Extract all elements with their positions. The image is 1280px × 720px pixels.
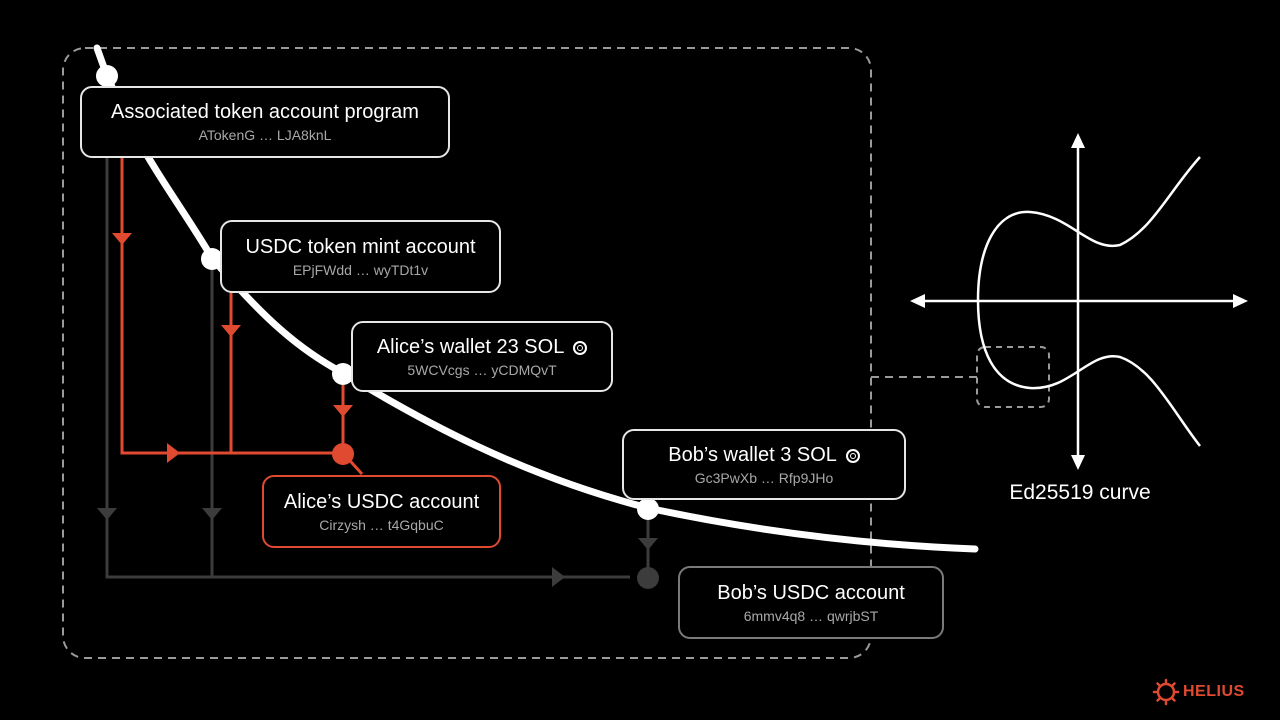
bob-usdc-address: 6mmv4q8 … qwrjbST — [743, 607, 879, 624]
ata-program-address: ATokenG … LJA8knL — [198, 127, 332, 143]
bob-usdc-title: Bob’s USDC account — [717, 581, 905, 604]
red-derivation-lines — [120, 150, 364, 476]
ata-program-point — [96, 65, 118, 87]
brand-name: HELIUS — [1183, 683, 1245, 700]
bob-usdc-anchor — [637, 567, 659, 589]
bob-wallet-title-row: Bob’s wallet 3 SOL — [668, 443, 860, 467]
alice-usdc-node: Alice’s USDC account Cirzysh … t4GqbuC — [262, 475, 501, 548]
alice-wallet-title-row: Alice’s wallet 23 SOL — [376, 335, 588, 359]
bob-wallet-address: Gc3PwXb … Rfp9JHo — [694, 469, 834, 486]
alice-wallet-title: Alice’s wallet 23 SOL — [376, 335, 564, 358]
usdc-mint-point — [201, 248, 223, 270]
bob-wallet-point — [637, 498, 659, 520]
off-curve-region — [62, 47, 872, 659]
y-axis-arrow-up — [1071, 133, 1085, 148]
curve-lower-branch — [976, 299, 1201, 447]
alice-usdc-anchor — [332, 443, 354, 465]
alice-wallet-address: 5WCVcgs … yCDMQvT — [407, 361, 557, 378]
usdc-mint-node: USDC token mint account EPjFWdd … wyTDt1… — [220, 220, 501, 293]
red-arrow-4 — [167, 443, 180, 463]
ata-program-title: Associated token account program — [111, 101, 419, 123]
red-arrow-2 — [221, 325, 241, 337]
gray-arrow-3 — [552, 567, 565, 587]
zoom-box — [976, 346, 1050, 408]
main-curve — [93, 44, 979, 553]
coin-icon — [573, 340, 588, 355]
alice-wallet-point — [332, 363, 354, 385]
usdc-mint-title: USDC token mint account — [245, 235, 476, 258]
bob-wallet-node: Bob’s wallet 3 SOL Gc3PwXb … Rfp9JHo — [622, 429, 906, 500]
alice-usdc-address: Cirzysh … t4GqbuC — [319, 516, 444, 533]
ed25519-curve-graphic — [910, 133, 1248, 470]
x-axis-arrow-left — [910, 294, 925, 308]
bob-wallet-title: Bob’s wallet 3 SOL — [668, 443, 837, 466]
red-arrow-1 — [112, 233, 132, 245]
y-axis-arrow-down — [1071, 455, 1085, 470]
gray-arrow-4 — [638, 538, 658, 550]
brand: HELIUS — [1154, 681, 1245, 703]
usdc-mint-address: EPjFWdd … wyTDt1v — [292, 261, 429, 278]
gray-arrow-1 — [97, 508, 117, 520]
alice-wallet-node: Alice’s wallet 23 SOL 5WCVcgs … yCDMQvT — [351, 321, 613, 392]
red-arrowheads — [112, 233, 353, 463]
gray-arrowheads — [97, 508, 658, 587]
gray-arrow-2 — [202, 508, 222, 520]
coin-icon — [845, 448, 860, 463]
alice-usdc-title: Alice’s USDC account — [283, 490, 480, 513]
red-arrow-3 — [333, 405, 353, 417]
helius-logo-icon — [1152, 678, 1180, 706]
curve-label: Ed25519 curve — [1009, 481, 1151, 504]
x-axis-arrow-right — [1233, 294, 1248, 308]
curve-upper-branch — [976, 156, 1201, 301]
ata-program-node: Associated token account program ATokenG… — [80, 86, 450, 158]
bob-usdc-node: Bob’s USDC account 6mmv4q8 … qwrjbST — [678, 566, 944, 639]
